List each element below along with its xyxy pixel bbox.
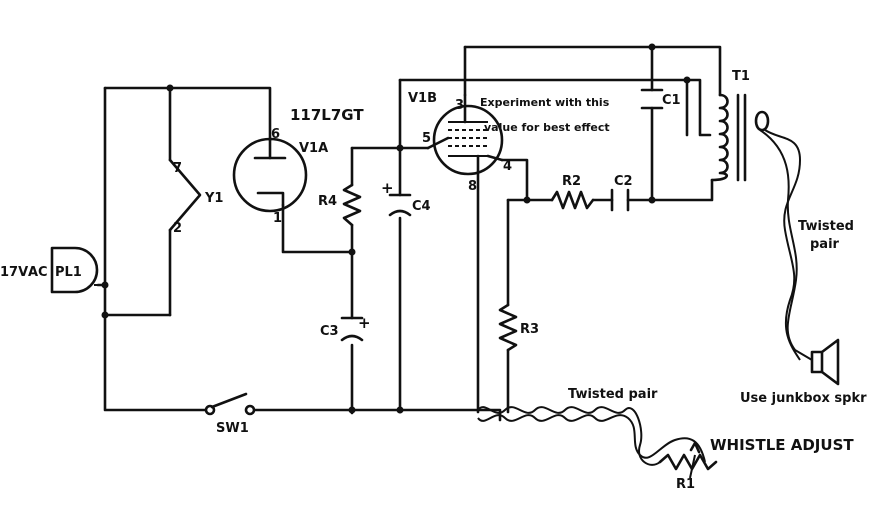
capacitor-c4: [388, 193, 412, 217]
v1b-label: V1B: [408, 91, 437, 106]
pl1-label: PL1: [55, 265, 82, 280]
sw1-label: SW1: [216, 421, 249, 436]
ac-voltage-label: 17V: [0, 265, 28, 280]
twisted-pair-right-label-1: Twisted: [798, 219, 854, 234]
c1-label: C1: [662, 93, 681, 108]
tube-v1a: [232, 137, 308, 213]
r2-label: R2: [562, 174, 581, 189]
resistor-r3: [498, 303, 518, 352]
pin-7-label: 7: [173, 161, 182, 176]
speaker-icon: [810, 338, 840, 386]
c4-label: C4: [412, 199, 431, 214]
switch-sw1: [204, 392, 256, 416]
capacitor-c1: [640, 88, 664, 110]
c4-plus-label: +: [381, 179, 394, 197]
pin-1-label: 1: [273, 211, 282, 226]
twisted-pair-right: [759, 129, 813, 361]
resistor-r2: [550, 190, 595, 210]
twisted-pair-bottom-label: Twisted pair: [568, 387, 658, 402]
c3-label: C3: [320, 324, 339, 339]
note-line-2: value for best effect: [484, 121, 610, 134]
potentiometer-r1: [658, 441, 718, 479]
y1-label: Y1: [204, 191, 223, 206]
junction-dots: [101, 43, 691, 414]
tube-v1b: [426, 93, 504, 176]
whistle-adjust-label: WHISTLE ADJUST: [710, 436, 854, 454]
capacitor-c2: [610, 188, 630, 212]
r1-label: R1: [676, 477, 695, 492]
y1-heater: [168, 158, 202, 232]
tube-type-label: 117L7GT: [290, 106, 364, 124]
resistor-r4: [342, 183, 362, 227]
transformer-t1: [710, 93, 770, 182]
pin-3-label: 3: [455, 98, 464, 113]
twisted-pair-bottom: [477, 406, 706, 466]
capacitor-c3: [340, 316, 364, 342]
twisted-pair-right-label-2: pair: [810, 237, 840, 252]
t1-label: T1: [732, 69, 750, 84]
pin-5-label: 5: [422, 131, 431, 146]
c3-plus-label: +: [358, 314, 371, 332]
ac-label: AC: [28, 265, 48, 280]
r3-label: R3: [520, 322, 539, 337]
speaker-note-label: Use junkbox spkr: [740, 391, 867, 406]
plug-pl1: [50, 246, 99, 294]
wiring: [96, 45, 722, 422]
pin-4-label: 4: [503, 159, 512, 174]
pin-2-label: 2: [173, 221, 182, 236]
note-line-1: Experiment with this: [480, 96, 610, 109]
r4-label: R4: [318, 194, 337, 209]
pin-6-label: 6: [271, 127, 280, 142]
c2-label: C2: [614, 174, 633, 189]
labels: 117L7GT V1A V1B Y1 17V AC PL1 R4 C4 C3 C…: [0, 69, 867, 492]
pin-8-label: 8: [468, 179, 477, 194]
v1a-label: V1A: [299, 141, 328, 156]
